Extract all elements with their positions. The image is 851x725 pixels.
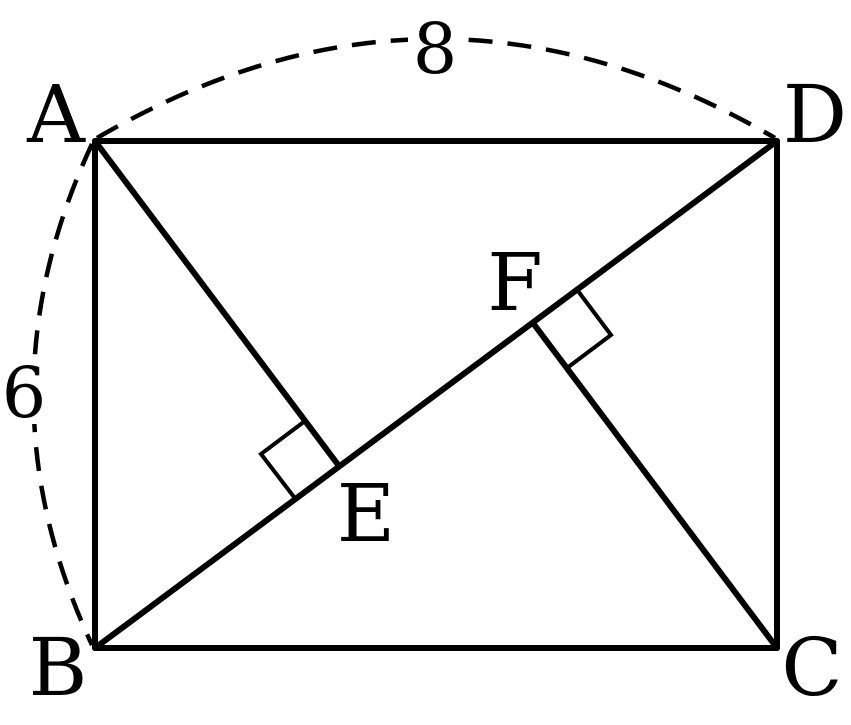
label-6-background: [2, 358, 46, 424]
right-angle-mark-f: [565, 289, 614, 370]
segment-cf: [530, 320, 780, 651]
segment-ae: [92, 138, 342, 469]
length-label-ad: 8: [413, 8, 458, 90]
point-label-f: F: [487, 236, 543, 329]
point-label-d: D: [783, 68, 847, 161]
label-8-background: [408, 20, 462, 78]
dimension-arc-ab: [31, 143, 95, 646]
point-label-e: E: [337, 467, 395, 560]
length-label-ab: 6: [2, 352, 47, 434]
point-label-a: A: [26, 68, 86, 161]
diagonal-bd: [92, 138, 780, 651]
right-angle-mark-e: [258, 419, 307, 499]
point-label-b: B: [29, 621, 88, 714]
point-label-c: C: [781, 621, 842, 714]
